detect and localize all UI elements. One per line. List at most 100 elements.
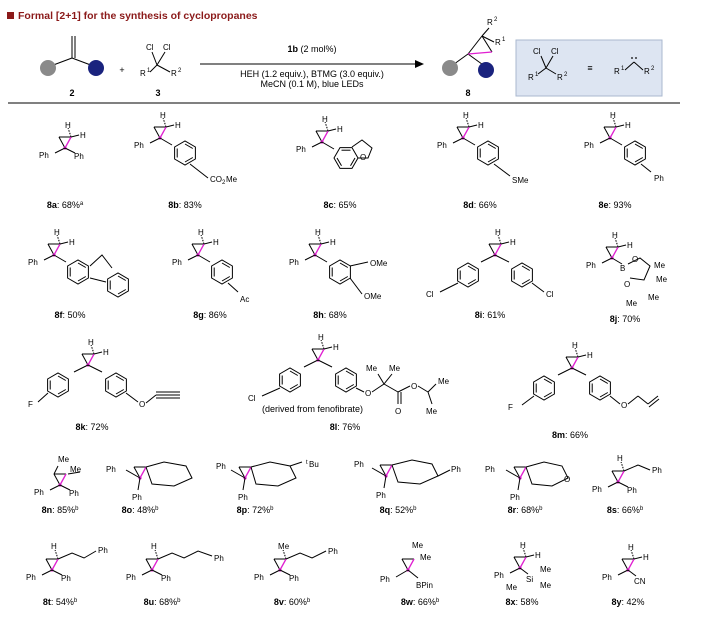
aromatic-bond	[487, 143, 497, 149]
bond-line	[456, 126, 464, 139]
h-label: H	[151, 542, 157, 551]
benzene-ring	[105, 372, 127, 398]
compound-yield: : 86%	[204, 310, 227, 320]
compound-yield: : 70%	[617, 314, 640, 324]
phenyl-label: Ph	[289, 574, 299, 583]
bond-line	[145, 394, 157, 404]
hashed-bond	[320, 339, 325, 350]
methyl-label: Me	[540, 581, 552, 590]
bond-line	[317, 359, 333, 368]
phenyl-label: Ph	[74, 152, 84, 161]
bond-line	[314, 254, 328, 263]
new-bond	[519, 466, 527, 479]
bond-line	[640, 163, 652, 173]
bond-path	[285, 550, 327, 560]
bond-line	[623, 464, 639, 472]
aromatic-bond	[345, 370, 355, 376]
bond-line	[437, 469, 451, 477]
bond-line	[87, 364, 103, 373]
benzene-ring	[279, 367, 301, 393]
phenyl-label: Ph	[26, 573, 36, 582]
compound-label-8u: 8u: 68%b	[144, 597, 182, 607]
bond-line	[627, 569, 637, 577]
bond-line	[125, 469, 141, 479]
phenyl-label: Ph	[238, 493, 248, 502]
new-bond	[617, 470, 625, 483]
bond-line	[53, 473, 61, 486]
compound-label-8m: 8m: 66%	[552, 430, 588, 440]
chlorine-label: Cl	[248, 394, 256, 403]
bond-line	[599, 137, 611, 144]
title-group: Formal [2+1] for the synthesis of cyclop…	[7, 10, 258, 22]
oxygen-label: O	[624, 280, 630, 289]
ester-label: Me	[226, 175, 238, 184]
phenyl-label: Ph	[328, 547, 338, 556]
h-bond	[615, 124, 625, 128]
compound-yield: : 66%	[413, 597, 436, 607]
h-label: H	[463, 111, 469, 120]
fenofibrate-note: (derived from fenofibrate)	[262, 404, 363, 414]
aromatic-bond	[345, 384, 355, 390]
aromatic-bond	[115, 389, 125, 395]
benzene-ring	[211, 259, 233, 285]
phenyl-label: Ph	[652, 466, 662, 475]
bond-line	[304, 254, 316, 261]
bond-line	[481, 27, 490, 37]
aromatic-bond	[634, 157, 644, 163]
bond-line	[355, 387, 365, 393]
yield-footnote: b	[436, 598, 440, 604]
aromatic-bond	[599, 392, 609, 398]
hashed-bond	[282, 549, 287, 560]
yield-footnote: b	[177, 598, 181, 604]
methyl-label: Me	[70, 465, 82, 474]
h-label: H	[535, 551, 541, 560]
hashed-bond	[317, 234, 322, 245]
h-label: H	[103, 348, 109, 357]
bond-line	[81, 353, 89, 366]
compound-label-8r: 8r: 68%b	[508, 505, 544, 515]
compound-label-8d: 8d: 66%	[463, 200, 497, 210]
compound-yield: : 50%	[63, 310, 86, 320]
bond-line	[371, 383, 385, 393]
compound-label-8f: 8f: 50%	[54, 310, 85, 320]
bond-line	[452, 137, 464, 144]
new-bond	[159, 126, 167, 139]
methyl-label: Me	[420, 553, 432, 562]
h-bond	[323, 346, 333, 350]
compound-number: 8f	[54, 310, 63, 320]
bond-line	[41, 569, 53, 576]
bond-line	[624, 61, 635, 71]
new-bond	[279, 558, 287, 571]
bond-line	[383, 475, 387, 489]
bond-line	[43, 254, 55, 261]
compound-number: 8m	[552, 430, 565, 440]
ester-subscript: 2	[222, 180, 226, 186]
compound-label-8v: 8v: 60%b	[274, 597, 311, 607]
h-label: H	[520, 541, 526, 550]
bond-line	[321, 141, 335, 150]
benzene-ring	[457, 262, 479, 288]
new-bond	[151, 558, 159, 571]
new-bond	[317, 348, 325, 361]
thioether-label: SMe	[512, 176, 529, 185]
bond-line	[156, 64, 171, 73]
phenyl-label: Ph	[28, 258, 38, 267]
h-label: H	[610, 111, 616, 120]
r2-label: R	[487, 18, 493, 27]
bond-line	[557, 367, 573, 376]
bond-line	[627, 395, 639, 405]
bond-line	[371, 467, 387, 477]
r2-label: R	[171, 69, 177, 78]
bond-line	[395, 569, 409, 578]
methyl-label: Me	[412, 541, 424, 550]
hashed-bond	[574, 347, 579, 358]
r1-superscript: 1	[147, 68, 151, 74]
hashed-bond	[612, 117, 617, 128]
methyl-label: Me	[540, 565, 552, 574]
